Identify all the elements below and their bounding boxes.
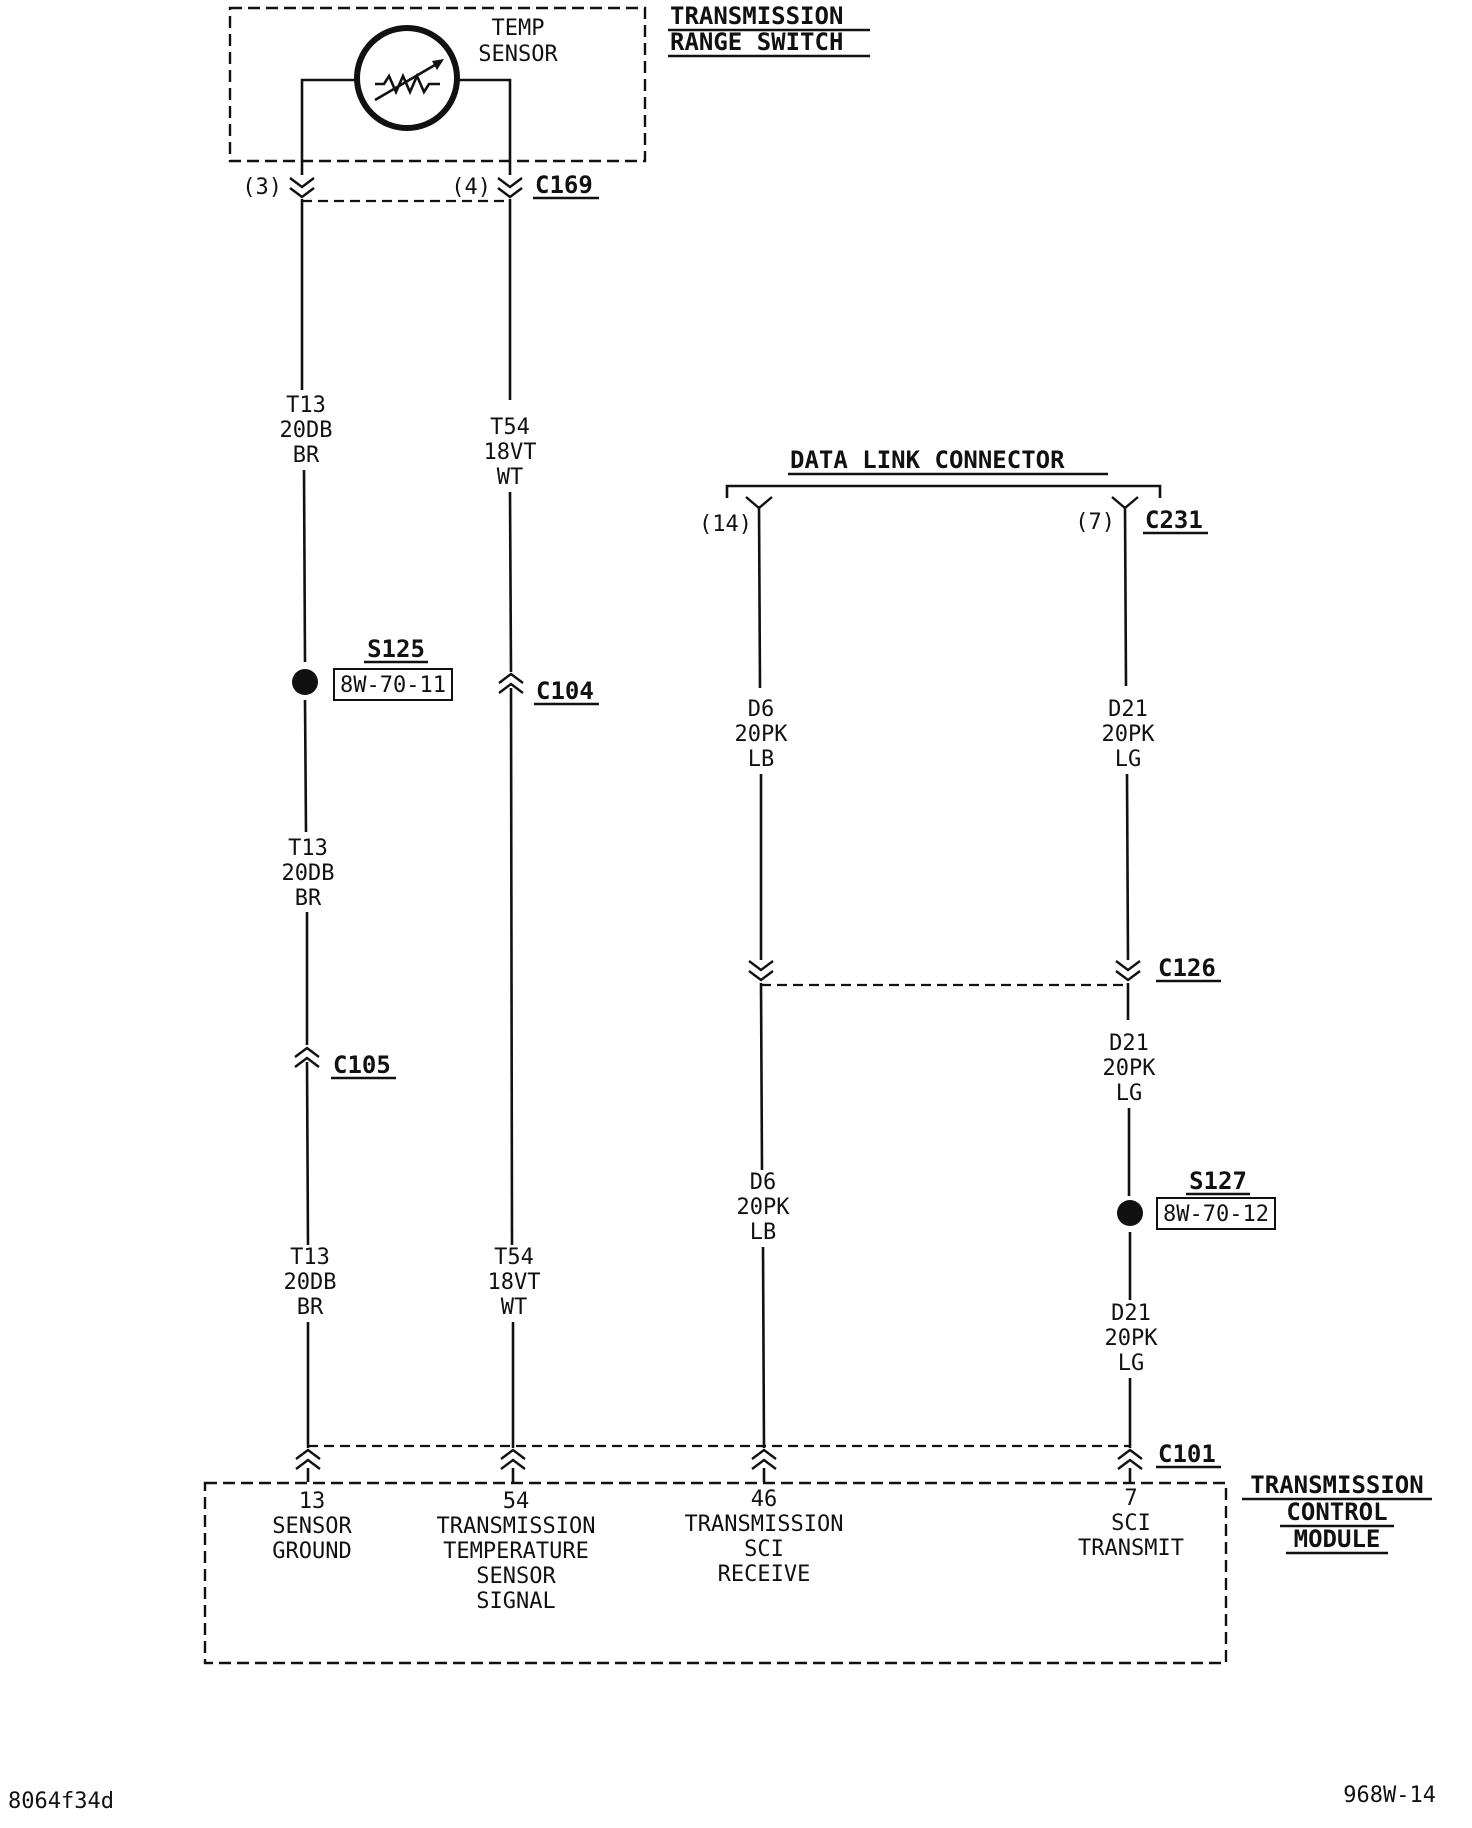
d21-label-2b: 20PK bbox=[1103, 1056, 1157, 1081]
t13-label-1b: 20DB bbox=[280, 418, 333, 443]
d21-label-1a: D21 bbox=[1108, 697, 1148, 722]
t13-label-2a: T13 bbox=[288, 836, 328, 861]
tcm-box bbox=[203, 1481, 1228, 1665]
d6-label-1c: LB bbox=[748, 747, 775, 772]
tcm-pin-54-desc-4: SIGNAL bbox=[476, 1589, 555, 1614]
sensor-lead-right bbox=[457, 78, 512, 175]
t13-label-3a: T13 bbox=[290, 1245, 330, 1270]
tcm-title-3: MODULE bbox=[1294, 1525, 1381, 1553]
tcm-pin-46-desc-2: SCI bbox=[744, 1537, 784, 1562]
tcm-pin-7-number: 7 bbox=[1124, 1486, 1137, 1511]
temp-sensor-label-1: TEMP bbox=[492, 16, 545, 41]
tcm-title-1: TRANSMISSION bbox=[1250, 1471, 1423, 1499]
d21-label-3a: D21 bbox=[1111, 1301, 1151, 1326]
t13-label-3c: BR bbox=[297, 1295, 324, 1320]
tcm-pin-46-desc-3: RECEIVE bbox=[718, 1562, 811, 1587]
data-link-connector-title: DATA LINK CONNECTOR bbox=[790, 446, 1065, 474]
c104-label: C104 bbox=[536, 677, 594, 705]
tcm-title-2: CONTROL bbox=[1286, 1498, 1387, 1526]
c126-label: C126 bbox=[1158, 954, 1216, 982]
connector-c105 bbox=[294, 1046, 320, 1068]
c105-label: C105 bbox=[333, 1051, 391, 1079]
data-link-bracket bbox=[725, 484, 1162, 498]
d6-label-1a: D6 bbox=[748, 697, 775, 722]
t54-label-2b: 18VT bbox=[488, 1270, 541, 1295]
s125-label: S125 bbox=[367, 635, 425, 663]
temp-sensor-thermistor bbox=[354, 25, 460, 131]
d21-label-3b: 20PK bbox=[1105, 1326, 1159, 1351]
d6-label-2c: LB bbox=[750, 1220, 777, 1245]
c231-label: C231 bbox=[1145, 506, 1203, 534]
t13-label-1c: BR bbox=[293, 443, 320, 468]
range-switch-title-2: RANGE SWITCH bbox=[670, 28, 843, 56]
tcm-pin-7-desc-2: TRANSMIT bbox=[1078, 1536, 1184, 1561]
tcm-pin-13-desc-1: SENSOR bbox=[272, 1514, 352, 1539]
c169-pin-3: (3) bbox=[242, 175, 282, 200]
footer-code-left: 8064f34d bbox=[8, 1789, 114, 1814]
connector-c126 bbox=[748, 960, 1141, 987]
footer-code-right: 968W-14 bbox=[1343, 1783, 1436, 1808]
c231-pin-7: (7) bbox=[1075, 510, 1115, 535]
tcm-pin-46-number: 46 bbox=[751, 1487, 778, 1512]
connector-c169 bbox=[289, 177, 523, 203]
tcm-pin-46-desc-1: TRANSMISSION bbox=[685, 1512, 844, 1537]
connector-c231 bbox=[745, 496, 1139, 510]
s127-ref: 8W-70-12 bbox=[1163, 1202, 1269, 1227]
s127-label: S127 bbox=[1189, 1167, 1247, 1195]
tcm-pin-13-number: 13 bbox=[299, 1489, 326, 1514]
d21-label-1c: LG bbox=[1115, 747, 1142, 772]
tcm-pin-54-number: 54 bbox=[503, 1489, 530, 1514]
d21-label-3c: LG bbox=[1118, 1351, 1145, 1376]
t13-label-2c: BR bbox=[295, 886, 322, 911]
c169-pin-4: (4) bbox=[451, 175, 491, 200]
splice-s127 bbox=[1117, 1200, 1143, 1226]
c231-pin-14: (14) bbox=[699, 512, 752, 537]
tcm-pin-54-desc-2: TEMPERATURE bbox=[443, 1539, 589, 1564]
s125-ref: 8W-70-11 bbox=[340, 673, 446, 698]
t54-label-1b: 18VT bbox=[484, 440, 537, 465]
d21-label-2a: D21 bbox=[1109, 1031, 1149, 1056]
t54-label-1c: WT bbox=[497, 465, 524, 490]
d6-label-2a: D6 bbox=[750, 1170, 777, 1195]
d21-label-2c: LG bbox=[1116, 1081, 1143, 1106]
temp-sensor-label-2: SENSOR bbox=[478, 42, 558, 67]
d6-label-1b: 20PK bbox=[735, 722, 789, 747]
sensor-lead-left bbox=[300, 78, 357, 175]
t54-label-2c: WT bbox=[501, 1295, 528, 1320]
range-switch-title-1: TRANSMISSION bbox=[670, 2, 843, 30]
t54-label-1a: T54 bbox=[490, 415, 530, 440]
t13-label-1a: T13 bbox=[286, 393, 326, 418]
t13-label-3b: 20DB bbox=[284, 1270, 337, 1295]
t54-label-2a: T54 bbox=[494, 1245, 534, 1270]
connector-c101 bbox=[295, 1444, 1143, 1482]
range-switch-box bbox=[228, 6, 647, 163]
t13-label-2b: 20DB bbox=[282, 861, 335, 886]
c169-label: C169 bbox=[535, 171, 593, 199]
d6-label-2b: 20PK bbox=[737, 1195, 791, 1220]
tcm-pin-13-desc-2: GROUND bbox=[272, 1539, 351, 1564]
c101-label: C101 bbox=[1158, 1440, 1216, 1468]
connector-c104 bbox=[498, 672, 524, 694]
tcm-pin-54-desc-1: TRANSMISSION bbox=[437, 1514, 596, 1539]
tcm-pin-54-desc-3: SENSOR bbox=[476, 1564, 556, 1589]
tcm-pin-7-desc-1: SCI bbox=[1111, 1511, 1151, 1536]
d21-label-1b: 20PK bbox=[1102, 722, 1156, 747]
splice-s125 bbox=[292, 669, 318, 695]
